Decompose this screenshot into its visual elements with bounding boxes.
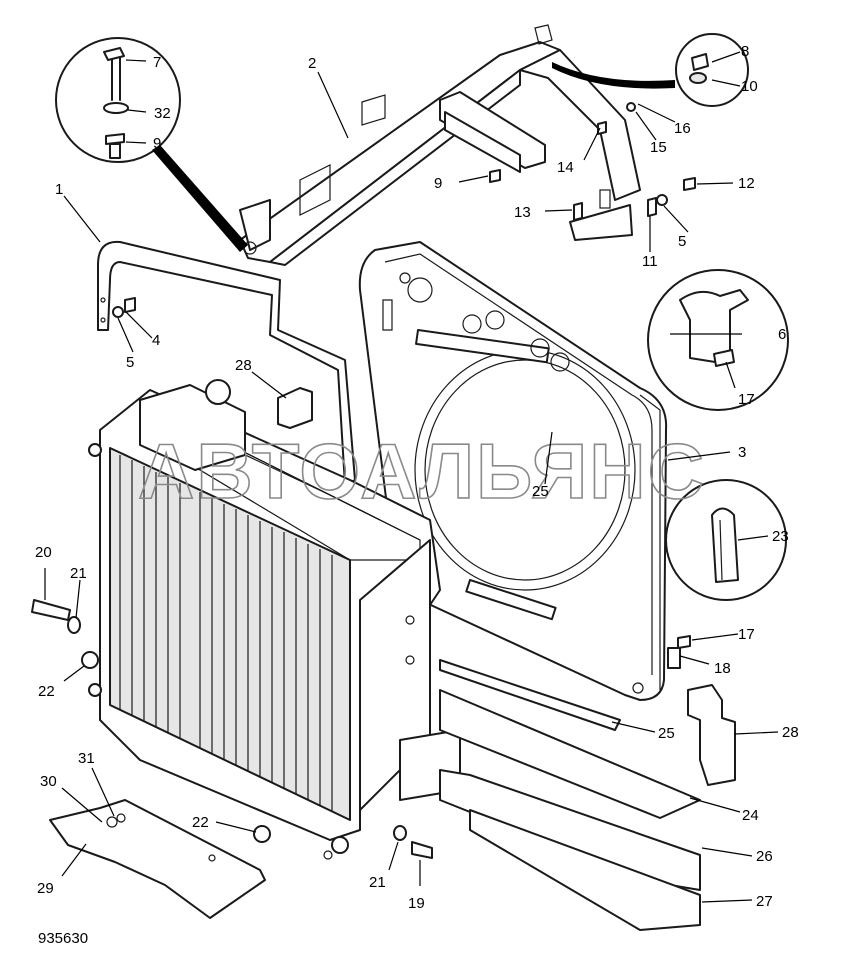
callout-28: 28 — [235, 357, 252, 374]
foam-block — [687, 684, 736, 786]
callout-25: 25 — [658, 725, 675, 742]
detail-circle-bolt — [55, 37, 248, 252]
callout-22: 22 — [192, 814, 209, 831]
callout-12: 12 — [738, 175, 755, 192]
radiator-foam-pad — [277, 387, 313, 429]
callout-31: 31 — [78, 750, 95, 767]
callout-10: 10 — [741, 78, 758, 95]
callout-18: 18 — [714, 660, 731, 677]
detail-circle-nut — [552, 33, 749, 107]
callout-4: 4 — [152, 332, 160, 349]
callout-28: 28 — [782, 724, 799, 741]
callout-27: 27 — [756, 893, 773, 910]
callout-6: 6 — [778, 326, 786, 343]
callout-19: 19 — [408, 895, 425, 912]
callout-17: 17 — [738, 391, 755, 408]
callout-9: 9 — [153, 135, 161, 152]
callout-8: 8 — [741, 43, 749, 60]
watermark-text: АВТОАЛЬЯНС — [138, 427, 706, 515]
upper-bracket-frame — [239, 24, 641, 266]
fasteners — [31, 102, 696, 859]
radiator-assembly — [88, 379, 461, 860]
lower-cover-plate — [49, 799, 266, 919]
callout-20: 20 — [35, 544, 52, 561]
callout-9: 9 — [434, 175, 442, 192]
document-number: 935630 — [38, 930, 88, 947]
callout-labels: 1 2 3 4 5 5 6 7 8 9 9 10 11 12 13 14 15 … — [35, 43, 799, 912]
callout-14: 14 — [557, 159, 574, 176]
callout-7: 7 — [153, 54, 161, 71]
callout-13: 13 — [514, 204, 531, 221]
callout-32: 32 — [154, 105, 171, 122]
side-bracket-rod — [97, 240, 356, 486]
callout-29: 29 — [37, 880, 54, 897]
callout-24: 24 — [742, 807, 759, 824]
callout-11: 11 — [642, 253, 658, 270]
callout-25: 25 — [532, 483, 549, 500]
callout-21: 21 — [369, 874, 386, 891]
detail-circle-seal — [665, 479, 787, 601]
callout-22: 22 — [38, 683, 55, 700]
callout-3: 3 — [738, 444, 746, 461]
callout-15: 15 — [650, 139, 667, 156]
callout-17: 17 — [738, 626, 755, 643]
callout-2: 2 — [308, 55, 316, 72]
callout-5: 5 — [126, 354, 134, 371]
seal-strips — [439, 659, 701, 931]
detail-circle-clip — [647, 269, 789, 411]
callout-30: 30 — [40, 773, 57, 790]
radiator-fins — [119, 455, 333, 811]
callout-23: 23 — [772, 528, 789, 545]
callout-5: 5 — [678, 233, 686, 250]
callout-26: 26 — [756, 848, 773, 865]
callout-1: 1 — [55, 181, 63, 198]
callout-21: 21 — [70, 565, 87, 582]
leader-lines — [44, 51, 779, 903]
callout-16: 16 — [674, 120, 691, 137]
